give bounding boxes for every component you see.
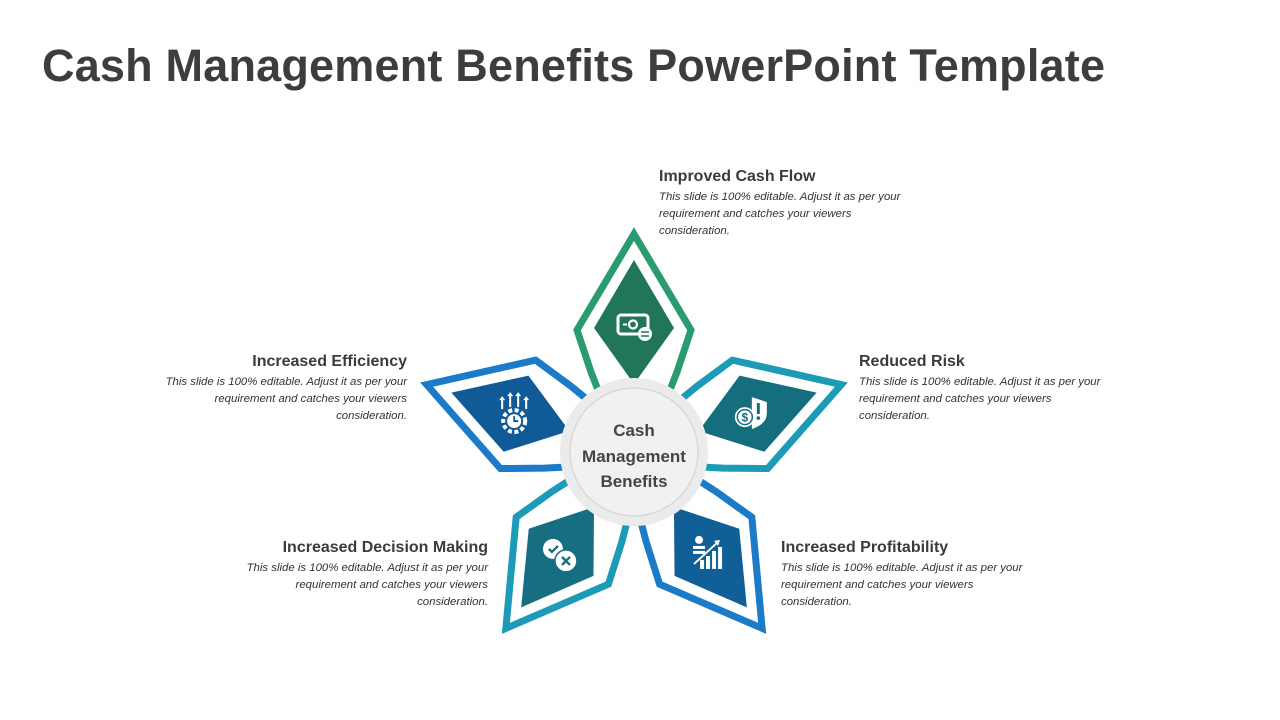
benefit-description: consideration. <box>781 596 852 608</box>
benefit-description: requirement and catches your viewers <box>859 393 1052 405</box>
benefit-description: requirement and catches your viewers <box>295 579 488 591</box>
benefit-description: This slide is 100% editable. Adjust it a… <box>859 376 1101 388</box>
benefit-description: This slide is 100% editable. Adjust it a… <box>659 191 901 203</box>
benefit-heading: Increased Profitability <box>781 539 949 556</box>
benefit-description: requirement and catches your viewers <box>214 393 407 405</box>
benefit-description: requirement and catches your viewers <box>781 579 974 591</box>
check-cross-icon <box>542 538 578 573</box>
benefit-reduced-risk: Reduced Risk This slide is 100% editable… <box>859 353 1159 425</box>
arm-reduced-risk: $ <box>679 356 848 473</box>
arm-increased-profitability <box>637 478 767 634</box>
arm-increased-efficiency <box>420 356 589 473</box>
benefit-description: consideration. <box>417 596 488 608</box>
arm-fill <box>673 507 747 608</box>
arm-outline <box>420 356 589 473</box>
center-line: Cash <box>613 421 655 440</box>
benefit-heading: Improved Cash Flow <box>659 168 816 185</box>
benefit-heading: Increased Decision Making <box>282 539 488 556</box>
center-label: Cash Management Benefits <box>564 418 704 495</box>
benefit-description: consideration. <box>336 410 407 422</box>
arm-increased-decision-making <box>501 478 631 634</box>
benefit-description: This slide is 100% editable. Adjust it a… <box>165 376 407 388</box>
benefit-increased-decision-making: Increased Decision Making This slide is … <box>188 539 488 611</box>
arm-outline <box>573 227 695 392</box>
center-circle <box>560 378 708 526</box>
benefit-improved-cash-flow: Improved Cash Flow This slide is 100% ed… <box>659 168 959 240</box>
arm-outline <box>501 478 631 634</box>
arm-improved-cash-flow <box>573 227 695 392</box>
arm-fill <box>594 260 674 384</box>
center-line: Benefits <box>600 472 668 491</box>
svg-text:$: $ <box>741 411 748 425</box>
gear-clock-arrows-icon <box>499 392 530 435</box>
benefit-description: This slide is 100% editable. Adjust it a… <box>781 562 1023 574</box>
money-exchange-icon <box>616 313 652 341</box>
arm-outline <box>679 356 848 473</box>
benefit-increased-profitability: Increased Profitability This slide is 10… <box>781 539 1081 611</box>
benefit-increased-efficiency: Increased Efficiency This slide is 100% … <box>107 353 407 425</box>
benefit-heading: Increased Efficiency <box>252 353 407 370</box>
center-line: Management <box>582 446 686 466</box>
benefit-description: consideration. <box>659 225 730 237</box>
benefit-description: requirement and catches your viewers <box>659 208 852 220</box>
benefit-description: This slide is 100% editable. Adjust it a… <box>246 562 488 574</box>
shield-dollar-warning-icon: $ <box>734 397 767 430</box>
benefit-description: consideration. <box>859 410 930 422</box>
arm-outline <box>637 478 767 634</box>
slide-title: Cash Management Benefits PowerPoint Temp… <box>42 40 1106 91</box>
growth-chart-icon <box>693 535 723 569</box>
arm-fill <box>451 375 570 452</box>
benefit-heading: Reduced Risk <box>859 353 965 370</box>
